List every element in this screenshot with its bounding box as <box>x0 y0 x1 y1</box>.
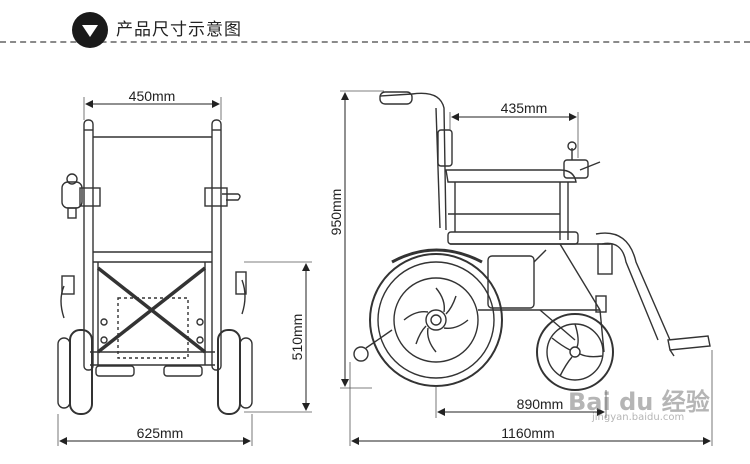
watermark-sub: jingyan.baidu.com <box>592 412 685 423</box>
dim-wheelbase: 890mm <box>435 386 607 418</box>
section-header: 产品尺寸示意图 <box>0 0 750 50</box>
dim-seat-depth: 435mm <box>449 100 579 158</box>
overall-length-label: 1160mm <box>501 425 554 441</box>
seat-depth-label: 435mm <box>501 100 548 116</box>
front-width-label: 450mm <box>129 88 176 104</box>
watermark-main: Bai du 经验 <box>568 388 710 416</box>
header-divider <box>0 41 750 43</box>
dim-overall-length: 1160mm <box>349 350 713 446</box>
front-view <box>57 119 253 415</box>
overall-width-label: 625mm <box>137 425 184 441</box>
side-view <box>353 91 711 391</box>
baidu-watermark: Bai du 经验 jingyan.baidu.com <box>568 382 710 423</box>
header-badge <box>72 12 108 48</box>
dim-overall-width: 625mm <box>57 414 253 446</box>
chevron-down-icon <box>82 25 98 37</box>
wheelbase-label: 890mm <box>517 396 564 412</box>
section-title: 产品尺寸示意图 <box>116 15 248 40</box>
dim-seat-height: 510mm <box>244 261 312 413</box>
total-height-label: 950mm <box>328 189 344 236</box>
dim-total-height: 950mm <box>328 90 384 389</box>
dim-front-width: 450mm <box>83 88 222 120</box>
seat-height-label: 510mm <box>289 314 305 361</box>
